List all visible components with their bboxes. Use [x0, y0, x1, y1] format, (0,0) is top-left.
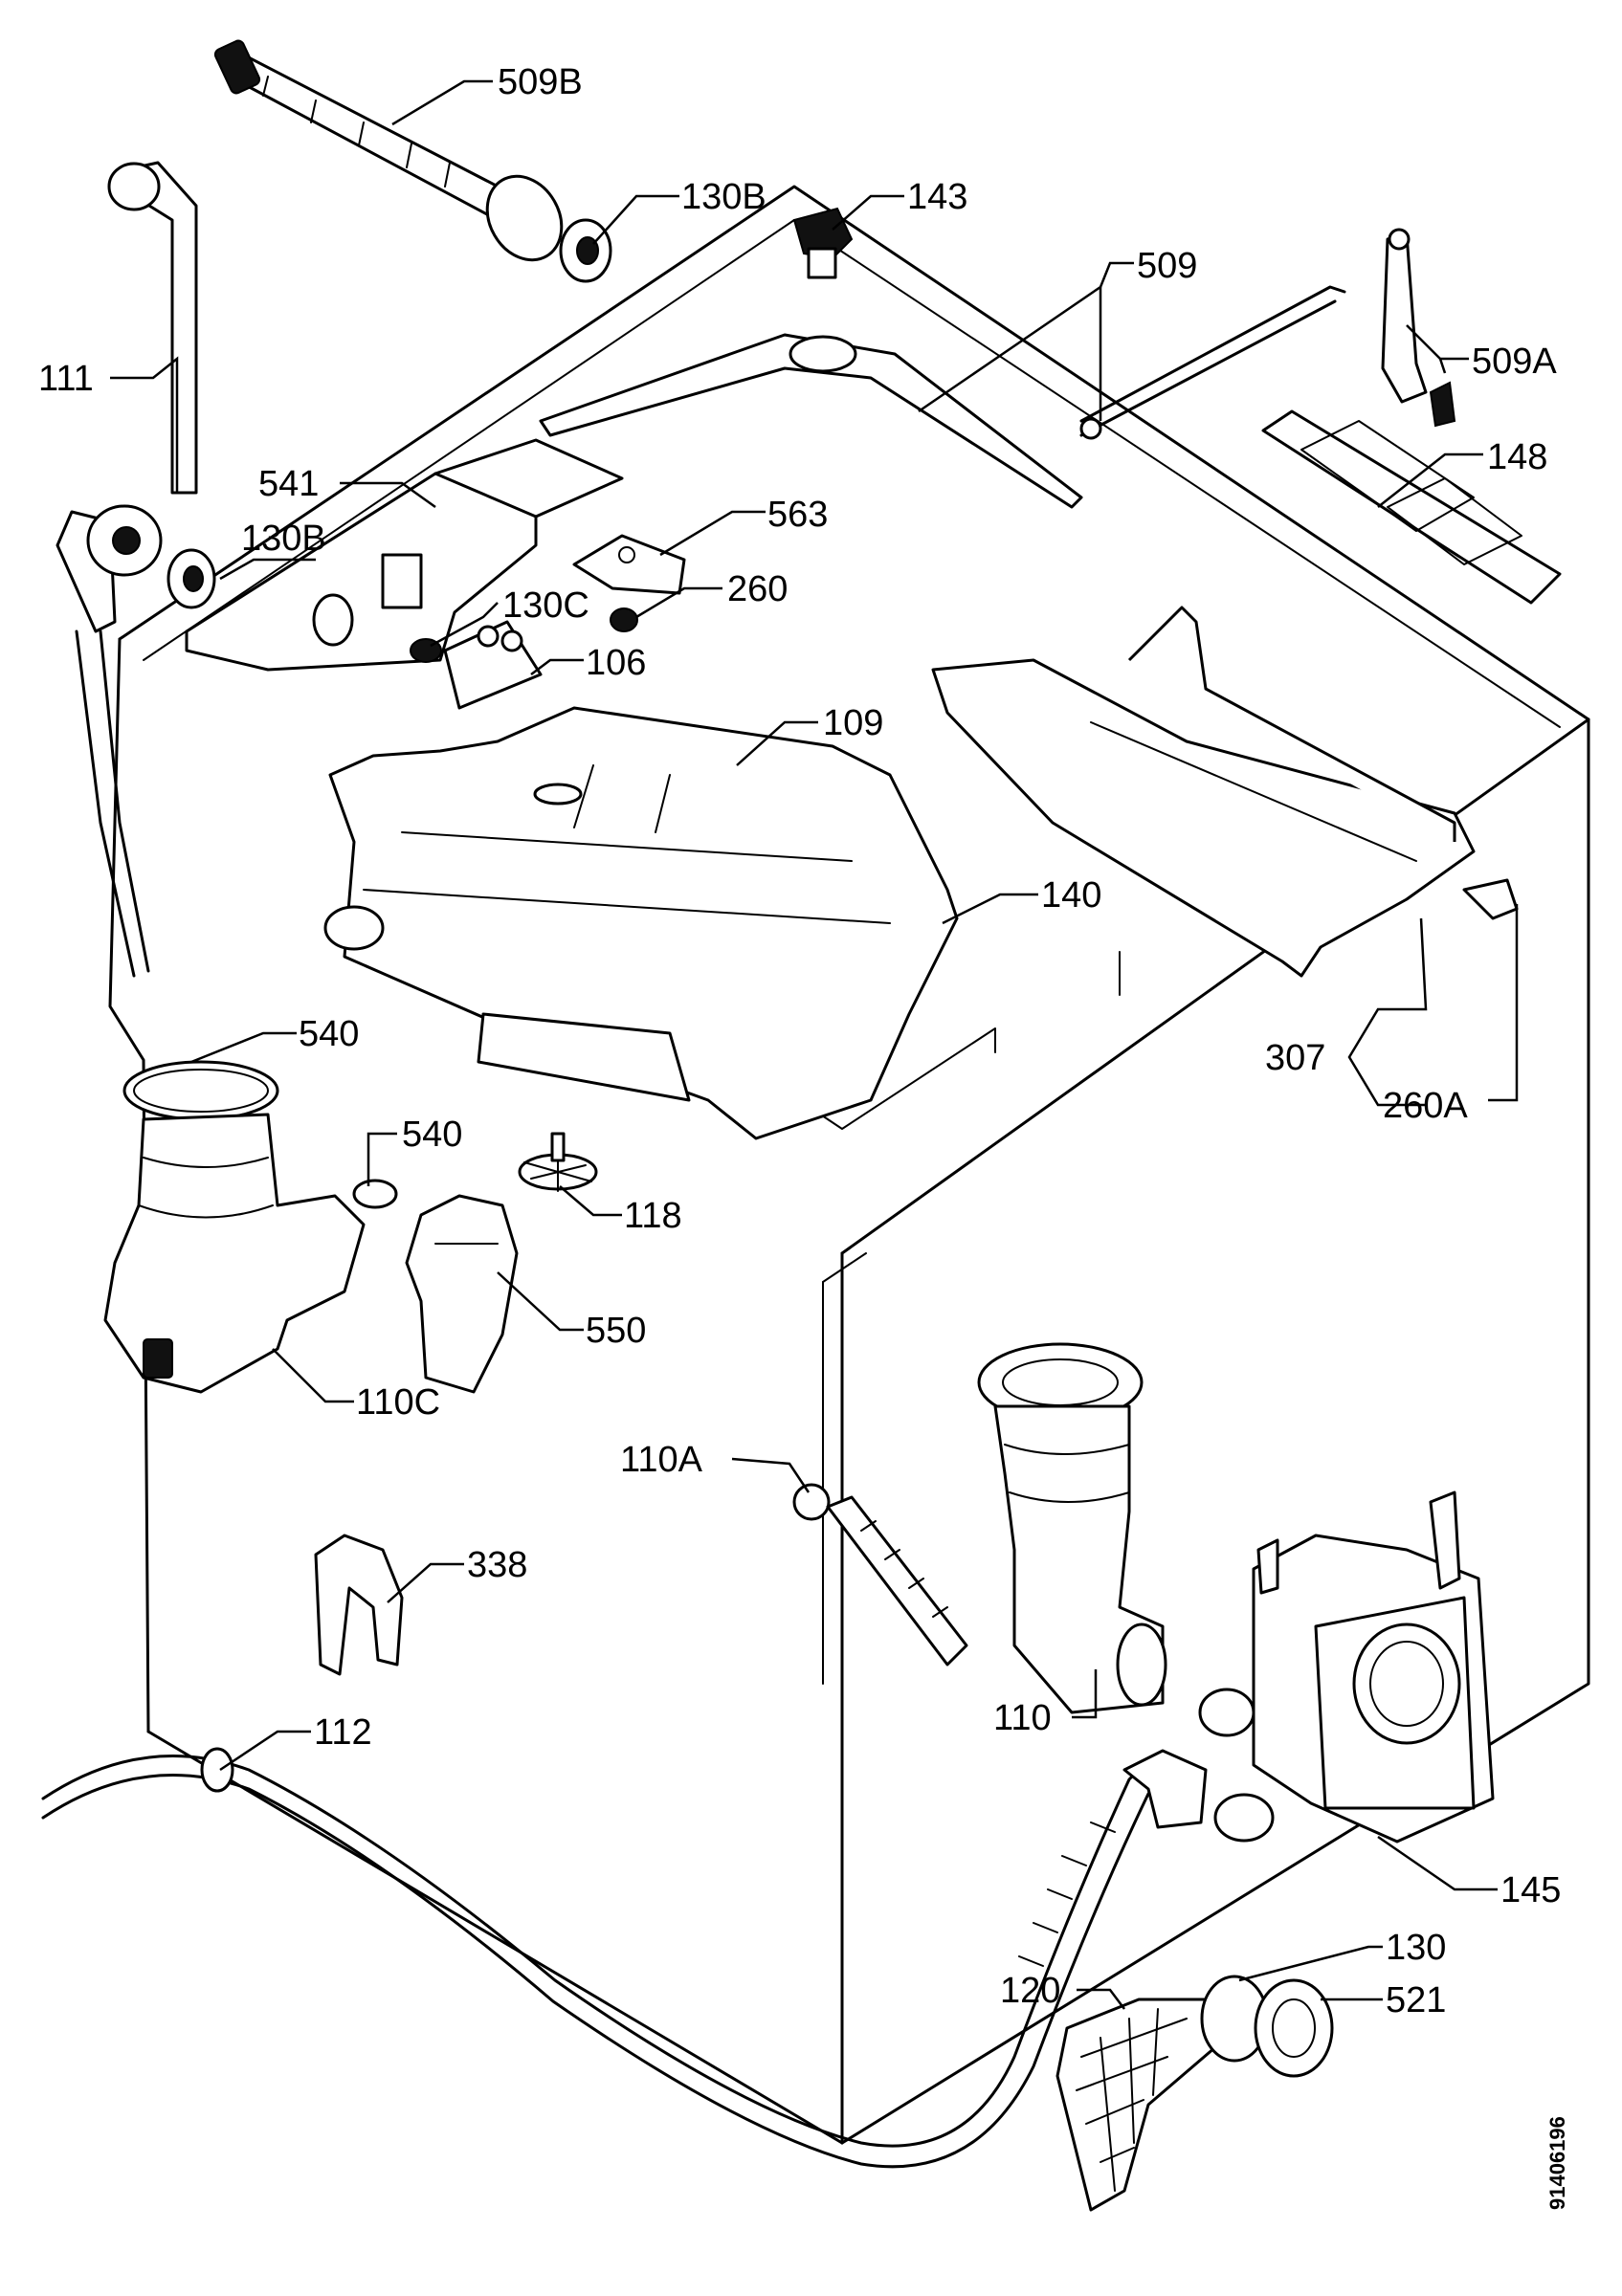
- callout-307: 307: [1265, 1038, 1325, 1078]
- callout-521: 521: [1386, 1980, 1446, 2020]
- callout-563: 563: [767, 495, 828, 535]
- bracket-541: [185, 438, 624, 672]
- elbow-hose-110: [977, 1342, 1167, 1714]
- callout-130b-top: 130B: [681, 177, 767, 217]
- lever-509: [539, 333, 1083, 509]
- drawer-307: [931, 606, 1519, 978]
- inlet-hose-509b: [213, 39, 564, 262]
- clip-338: [314, 1534, 404, 1676]
- arm-509a: [1381, 228, 1456, 428]
- callout-540-b: 540: [402, 1115, 462, 1155]
- callout-leaders: [110, 79, 1519, 2010]
- plate-563: [572, 534, 686, 595]
- hose-110a: [792, 1483, 968, 1667]
- callout-509a: 509A: [1472, 342, 1557, 382]
- callout-130c: 130C: [502, 585, 589, 626]
- callout-260a: 260A: [1383, 1086, 1468, 1126]
- callout-106: 106: [586, 643, 646, 683]
- callout-labels: 509B 130B 143 509 111 509A 541 148 563 1…: [38, 62, 1569, 2210]
- rod-509: [1079, 285, 1346, 440]
- filter-130b-top: [559, 218, 612, 283]
- bellows-hose-110c: [103, 1113, 366, 1394]
- callout-130b-left: 130B: [241, 519, 326, 559]
- callout-540-a: 540: [299, 1014, 359, 1054]
- dispenser-housing-109: [323, 706, 959, 1140]
- callout-148: 148: [1487, 437, 1547, 477]
- callout-541: 541: [258, 464, 319, 504]
- cabinet-outline: [108, 185, 1590, 2145]
- pump-housing-145: [1198, 1490, 1495, 1843]
- callout-130: 130: [1386, 1928, 1446, 1968]
- callout-110a: 110A: [620, 1440, 703, 1480]
- document-number: 91406196: [1545, 2116, 1569, 2210]
- callout-143: 143: [907, 177, 967, 217]
- gear-118: [518, 1132, 598, 1192]
- callout-509: 509: [1137, 246, 1197, 286]
- drain-hose-112: [41, 1747, 1208, 2169]
- filter-130b-left: [167, 548, 216, 609]
- clamp-ring-540-a: [122, 1060, 279, 1121]
- callout-140: 140: [1041, 875, 1101, 916]
- tray-148: [1261, 409, 1562, 605]
- callout-509b: 509B: [498, 62, 583, 102]
- callout-111: 111: [38, 359, 94, 399]
- filter-assembly-120: [1055, 1975, 1334, 2212]
- clamp-ring-540-b: [352, 1179, 398, 1209]
- callout-260: 260: [727, 569, 788, 609]
- fitting-260: [610, 607, 638, 632]
- knob-143: [792, 207, 854, 279]
- callout-110c: 110C: [356, 1382, 440, 1423]
- callout-112: 112: [314, 1712, 372, 1753]
- callout-109: 109: [823, 703, 883, 743]
- callout-118: 118: [624, 1196, 682, 1236]
- callout-550: 550: [586, 1311, 646, 1351]
- callout-120: 120: [1000, 1971, 1060, 2011]
- callout-145: 145: [1500, 1870, 1561, 1910]
- callout-110: 110: [993, 1698, 1052, 1738]
- clip-550: [405, 1194, 519, 1394]
- callout-338: 338: [467, 1545, 527, 1585]
